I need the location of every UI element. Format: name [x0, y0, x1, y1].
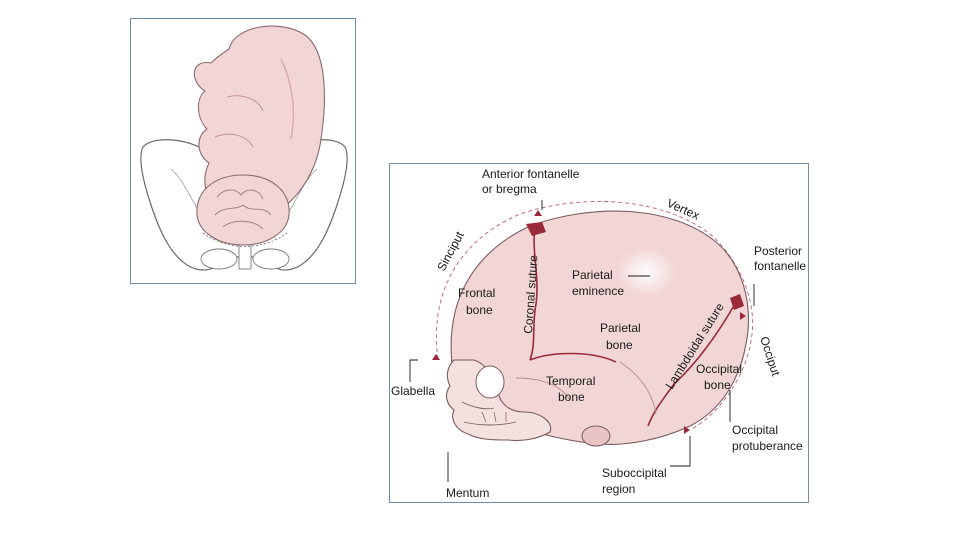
occipital-protuberance-label: Occipital protuberance: [732, 423, 803, 453]
posterior-fontanelle-line-1: Posterior: [754, 244, 802, 258]
parietal-eminence-line-1: Parietal: [572, 268, 613, 282]
parietal-bone-label: Parietal bone: [600, 321, 644, 352]
coronal-suture-line: [529, 225, 538, 361]
anterior-fontanelle-mark: [526, 222, 546, 236]
glabella-label: Glabella: [391, 384, 435, 398]
squamosal-suture-line: [529, 352, 617, 363]
fetal-skull-drawing: Anterior fontanelle or bregma Vertex Sin…: [391, 167, 806, 500]
occipital-bone-line-1: Occipital: [696, 362, 742, 376]
temporal-bone-label: Temporal bone: [546, 374, 599, 404]
fetal-skull-diagram: Anterior fontanelle or bregma Vertex Sin…: [389, 163, 809, 503]
suboccipital-region-line-1: Suboccipital: [602, 466, 667, 480]
temporal-bone-line-1: Temporal: [546, 374, 595, 388]
frontal-bone-label: Frontal bone: [458, 286, 499, 317]
occipital-protuberance-line-2: protuberance: [732, 439, 803, 453]
anterior-fontanelle-line-2: or bregma: [482, 182, 537, 196]
occiput-label: Occiput: [757, 335, 783, 379]
frontal-bone-line-2: bone: [466, 303, 493, 317]
occipital-bone-line-2: bone: [704, 378, 731, 392]
parietal-eminence-label: Parietal eminence: [572, 268, 624, 298]
face: [445, 359, 552, 442]
suboccipital-region-label: Suboccipital region: [602, 466, 670, 496]
frontal-bone-line-1: Frontal: [458, 286, 495, 300]
parietal-bone-line-2: bone: [606, 338, 633, 352]
parietal-bone-line-1: Parietal: [600, 321, 641, 335]
fetus-pelvis-illustration: [130, 18, 356, 284]
anterior-fontanelle-label: Anterior fontanelle or bregma: [482, 167, 583, 196]
suboccipital-region-line-2: region: [602, 482, 635, 496]
occipital-protuberance-line-1: Occipital: [732, 423, 778, 437]
fetus-pelvis-drawing: [140, 25, 348, 271]
dashed-region-arc: [435, 201, 754, 431]
fetus-body: [193, 25, 325, 212]
anterior-fontanelle-line-1: Anterior fontanelle: [482, 167, 580, 181]
coronal-suture-label: Coronal suture: [521, 254, 540, 334]
parietal-eminence-line-2: eminence: [572, 284, 624, 298]
fetal-head: [196, 174, 290, 246]
posterior-fontanelle-line-2: fontanelle: [754, 259, 806, 273]
posterior-fontanelle-mark: [730, 294, 744, 310]
occipital-bone-label: Occipital bone: [696, 362, 745, 392]
sinciput-label: Sinciput: [434, 229, 467, 274]
mentum-label: Mentum: [446, 486, 489, 500]
posterior-fontanelle-label: Posterior fontanelle: [754, 244, 806, 273]
temporal-bone-line-2: bone: [558, 390, 585, 404]
